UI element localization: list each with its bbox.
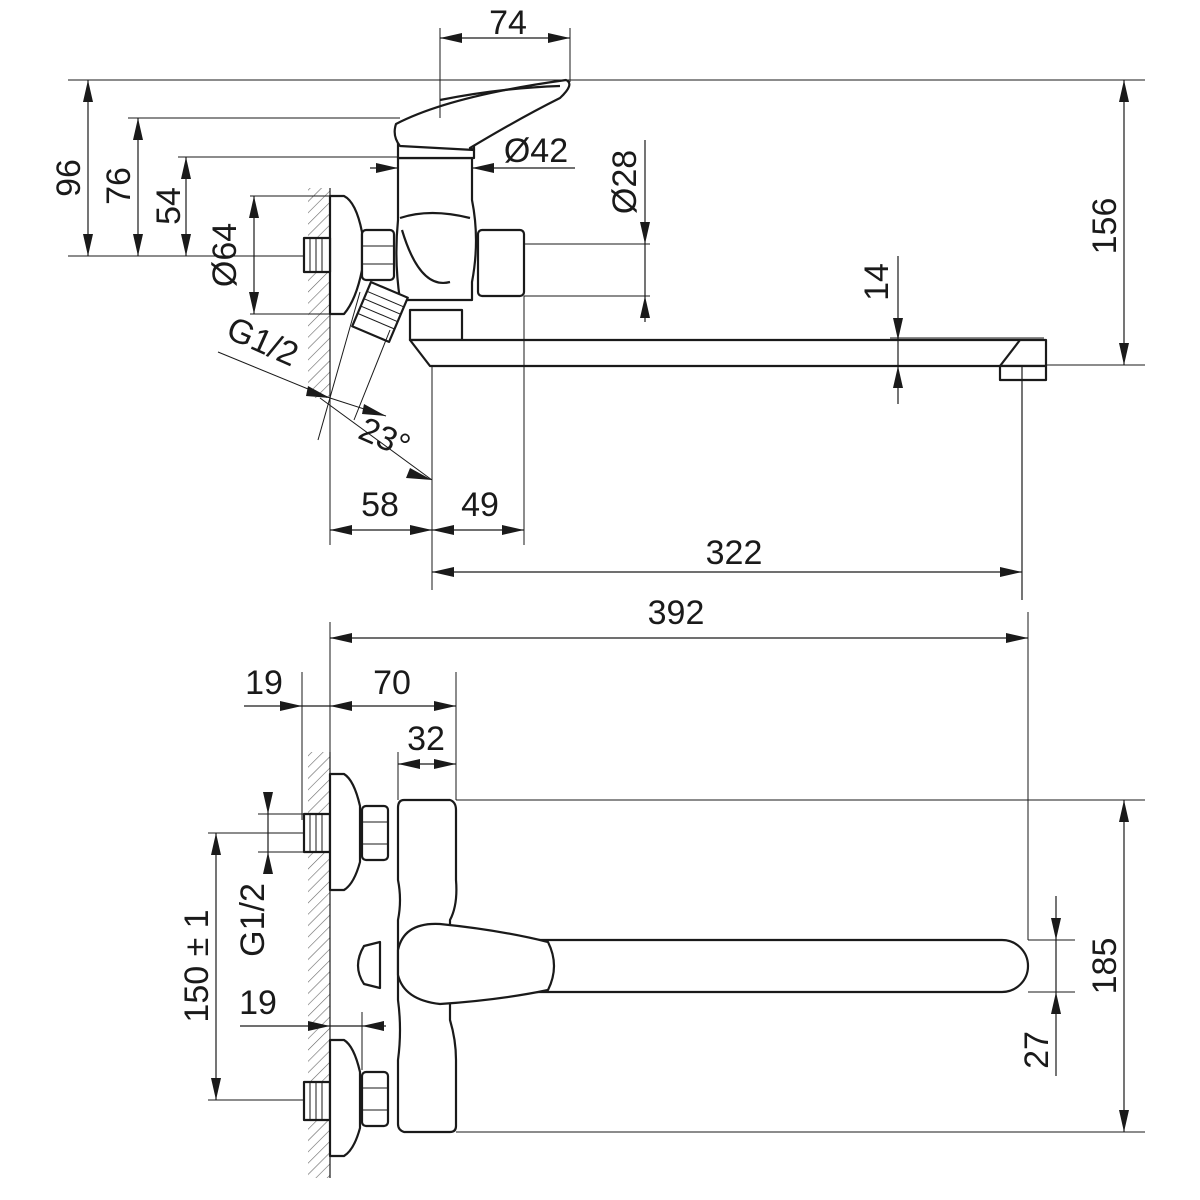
dim-150: 150 ± 1 (178, 909, 216, 1022)
dim-96: 96 (50, 159, 88, 197)
lower-thread-stub (302, 1080, 332, 1122)
dim-58: 58 (361, 486, 399, 524)
dim-70: 70 (373, 664, 411, 702)
lower-nut-top (360, 1070, 390, 1128)
lever-knob-top (356, 940, 382, 990)
dim-diameter-64: Ø64 (206, 223, 244, 287)
dim-14: 14 (858, 263, 896, 301)
mixer-body-side (395, 156, 478, 302)
dim-32: 32 (407, 720, 445, 758)
dim-49: 49 (461, 486, 499, 524)
dim-392: 392 (648, 594, 705, 632)
upper-thread-stub (302, 812, 332, 854)
wall-hatch-side (308, 188, 330, 398)
dim-185: 185 (1086, 938, 1124, 995)
top-view: 392 19 70 32 G1/2 150 ± 1 19 185 (178, 594, 1145, 1178)
spout-collar (408, 308, 464, 342)
dim-322: 322 (706, 534, 763, 572)
dim-thread-side: G1/2 (221, 310, 304, 375)
wall-hatch-top (308, 752, 330, 1178)
lower-escutcheon-top (328, 1038, 362, 1158)
side-view: 74 96 76 54 Ø42 Ø28 Ø64 G (50, 4, 1145, 600)
dim-19-top: 19 (245, 664, 283, 702)
lever-handle-top (396, 922, 556, 1006)
aerator (998, 364, 1048, 382)
dim-74: 74 (489, 4, 527, 42)
wall-thread-stub (302, 236, 332, 274)
dim-angle-23: 23° (353, 410, 415, 466)
shower-outlet-angled (351, 280, 409, 344)
dim-19-bottom: 19 (239, 984, 277, 1022)
upper-escutcheon-top (328, 772, 362, 892)
spout-side (408, 338, 1048, 368)
spout-top (450, 938, 1030, 994)
upper-nut-top (360, 804, 390, 862)
dim-thread-top: G1/2 (234, 883, 272, 957)
lever-handle-side (393, 78, 571, 152)
diverter-block (476, 228, 526, 298)
dim-27: 27 (1018, 1031, 1056, 1069)
dim-54: 54 (150, 187, 188, 225)
dim-76: 76 (100, 167, 138, 205)
escutcheon-side (328, 194, 364, 316)
dim-diameter-42: Ø42 (504, 132, 568, 170)
dim-156: 156 (1086, 198, 1124, 255)
connection-nut-side (360, 228, 396, 282)
dim-diameter-28: Ø28 (606, 150, 644, 214)
